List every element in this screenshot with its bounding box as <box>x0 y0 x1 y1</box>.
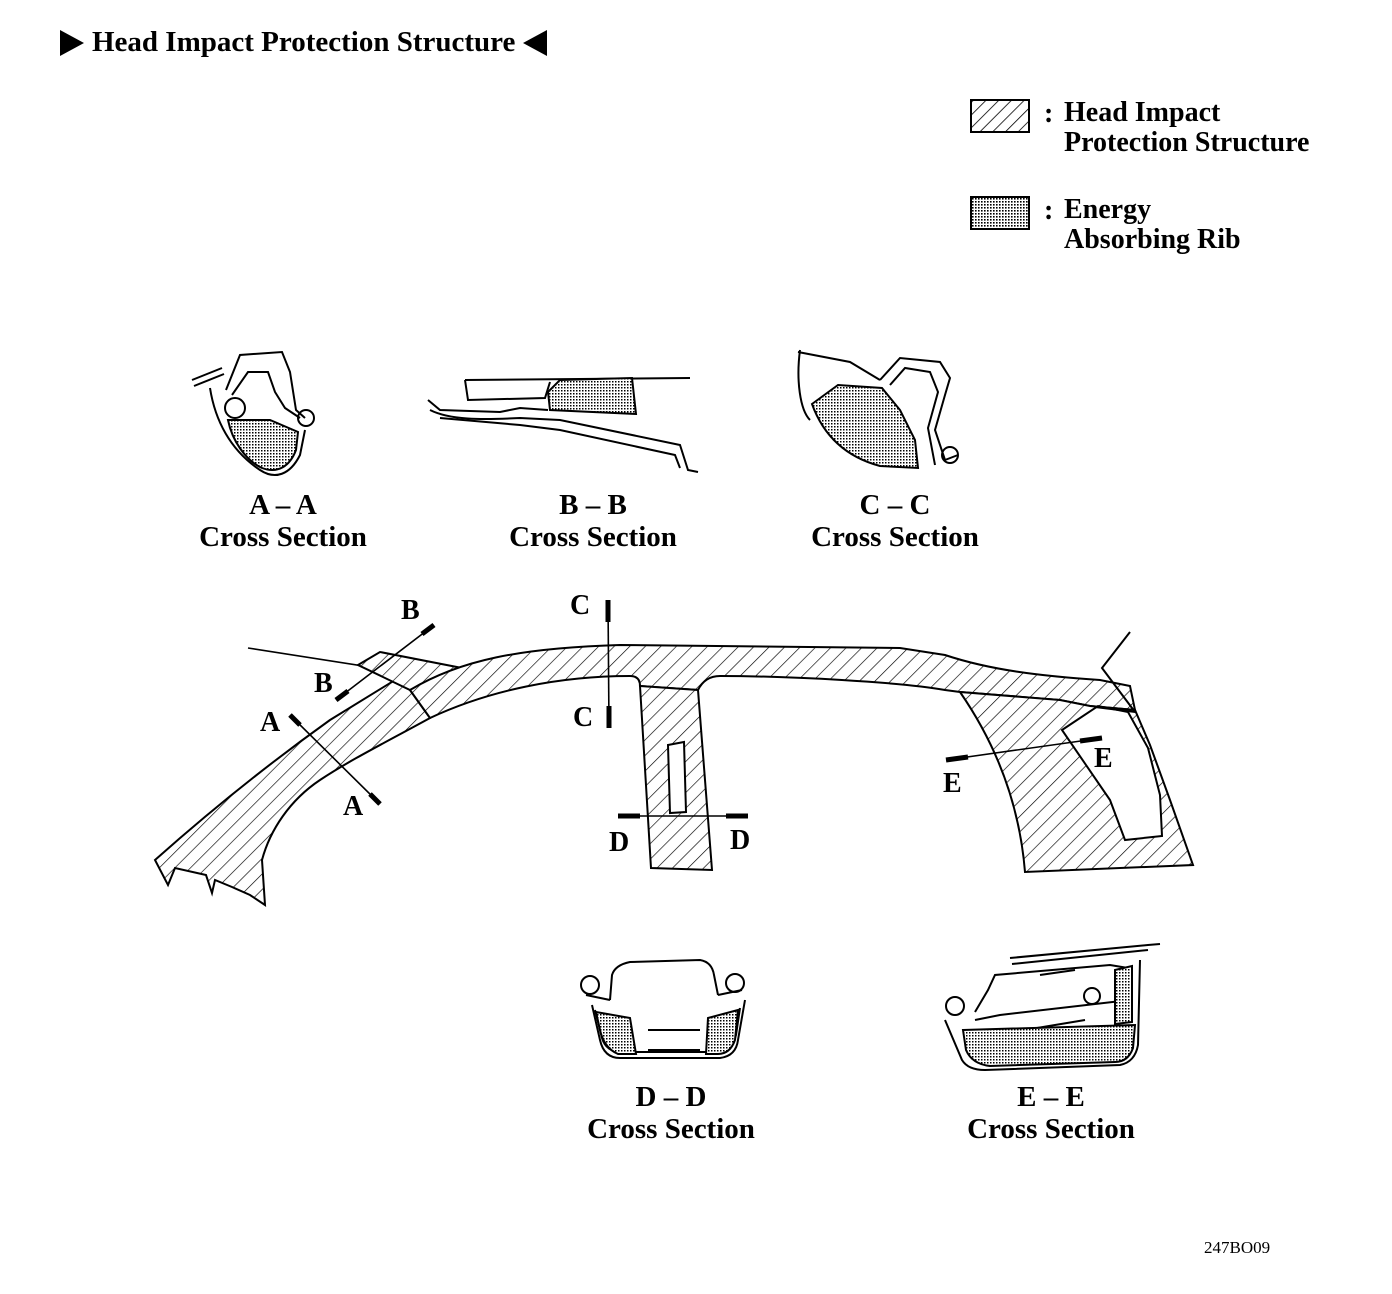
section-bb-sub: Cross Section <box>509 521 677 553</box>
right-triangle-icon <box>60 29 84 56</box>
legend-hatch-entry: : Head Impact Protection Structure <box>970 98 1309 158</box>
cut-label-b-top: B <box>401 595 420 626</box>
left-triangle-icon <box>523 29 548 56</box>
cut-label-e-left: E <box>943 768 962 799</box>
section-ee-name: E – E <box>1017 1081 1085 1113</box>
section-dd-caption: D – D Cross Section <box>551 1081 791 1145</box>
hatch-swatch-icon <box>970 99 1030 133</box>
section-aa-sub: Cross Section <box>199 521 367 553</box>
section-aa-drawing <box>191 350 315 476</box>
section-cc-drawing <box>797 349 959 470</box>
legend-hatch-line2: Protection Structure <box>1064 127 1310 158</box>
section-aa-name: A – A <box>249 489 317 521</box>
cut-label-d-left: D <box>609 827 629 858</box>
section-ee-drawing <box>944 943 1161 1072</box>
diagram-title-row: Head Impact Protection Structure <box>60 26 548 59</box>
section-bb-drawing <box>427 376 699 473</box>
cut-label-e-right: E <box>1094 743 1113 774</box>
legend-dots-entry: : Energy Absorbing Rib <box>970 195 1241 255</box>
section-ee-sub: Cross Section <box>967 1113 1135 1145</box>
roof-side-view <box>153 631 1195 907</box>
legend-colon: : <box>1044 98 1054 129</box>
section-dd-name: D – D <box>635 1081 707 1113</box>
section-cc-caption: C – C Cross Section <box>775 489 1015 553</box>
cut-labels: A A B B C C D D E E <box>260 590 1113 858</box>
diagram-title: Head Impact Protection Structure <box>92 26 516 58</box>
cut-label-d-right: D <box>730 825 750 856</box>
section-dd-sub: Cross Section <box>587 1113 755 1145</box>
section-ee-caption: E – E Cross Section <box>931 1081 1171 1145</box>
cut-label-c-top: C <box>570 590 590 621</box>
legend-colon: : <box>1044 195 1054 226</box>
legend-dots-line1: Energy <box>1064 194 1152 225</box>
dots-swatch-icon <box>970 196 1030 230</box>
section-bb-name: B – B <box>559 489 627 521</box>
cut-label-a-bottom: A <box>343 791 364 822</box>
legend-dots-line2: Absorbing Rib <box>1064 224 1241 255</box>
legend-hatch-label: Head Impact Protection Structure <box>1064 98 1309 158</box>
section-cc-name: C – C <box>859 489 931 521</box>
legend-hatch-line1: Head Impact <box>1064 97 1221 128</box>
cut-label-c-bottom: C <box>573 702 593 733</box>
section-aa-caption: A – A Cross Section <box>163 489 403 553</box>
cut-lines <box>288 599 1103 819</box>
section-cc-sub: Cross Section <box>811 521 979 553</box>
section-dd-drawing <box>580 958 746 1059</box>
legend-dots-label: Energy Absorbing Rib <box>1064 195 1241 255</box>
cut-label-a-top: A <box>260 707 281 738</box>
section-bb-caption: B – B Cross Section <box>473 489 713 553</box>
cut-label-b-bottom: B <box>314 668 333 699</box>
figure-code: 247BO09 <box>1204 1238 1271 1257</box>
